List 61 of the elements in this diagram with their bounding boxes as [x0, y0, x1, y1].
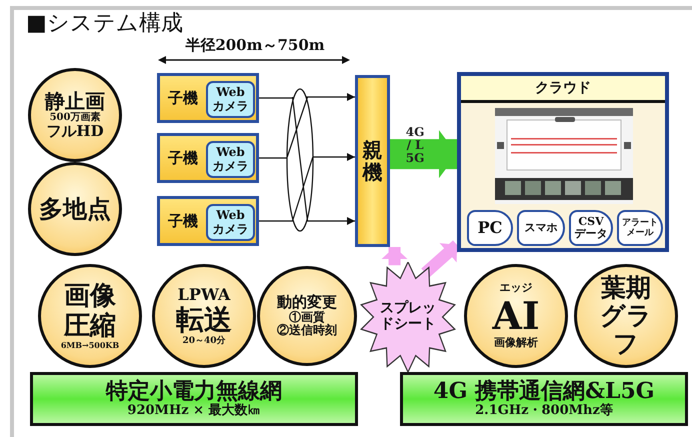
device-tag: [517, 210, 565, 246]
heading: AI: [492, 294, 540, 338]
diagram-title: ■システム構成: [26, 10, 183, 38]
camera-label: Webカメラ: [212, 86, 249, 113]
detail: 500万画素: [50, 112, 100, 124]
arrow: [313, 153, 355, 161]
device-tag: [467, 210, 513, 246]
camera-label: Webカメラ: [212, 209, 249, 236]
band-detail: 920MHz × 最大数㎞: [127, 404, 261, 419]
heading: 画像圧縮: [62, 282, 117, 341]
device-tag: [617, 210, 663, 246]
unit-label: 子機: [168, 150, 198, 166]
device-label: スマホ: [524, 222, 558, 234]
connector-line: [259, 220, 294, 222]
picture: [495, 108, 633, 204]
detail: ②送信時刻: [277, 324, 337, 338]
heading: 動的変更: [277, 294, 337, 311]
cloud-panel: [457, 72, 669, 252]
camera-box: [206, 141, 255, 178]
unit-label: 子機: [168, 90, 198, 106]
device-label: PC: [478, 219, 502, 237]
camera-box: [206, 81, 255, 118]
starburst-label: スプレッドシート: [379, 301, 437, 333]
device-label: アラートメール: [622, 218, 658, 238]
crossover-ellipse: [286, 88, 314, 232]
detail: ①画質: [289, 310, 325, 324]
connector-line: [259, 157, 287, 159]
heading: 葉期グラフ: [599, 274, 653, 358]
camera-label: Webカメラ: [212, 146, 249, 173]
detail: 20～40分: [182, 336, 226, 346]
band-heading: 特定小電力無線網: [106, 379, 282, 404]
heading: 転送: [176, 304, 232, 336]
panel-header: クラウド: [461, 76, 665, 103]
unit-box: [157, 196, 259, 246]
camera-box: [206, 204, 255, 241]
base-unit-box: [355, 75, 390, 247]
arrow: [306, 93, 355, 101]
detail: 6MB→500KB: [60, 340, 120, 350]
band-heading: 4G 携帯通信網&L5G: [433, 379, 655, 404]
unit-label: 子機: [168, 212, 198, 230]
ruby-label: エッジ: [500, 282, 532, 295]
detail: フルHD: [46, 123, 104, 140]
unit-box: [157, 133, 259, 183]
detail: 画像解析: [494, 337, 538, 350]
dimension-label: 半径200m～750m: [184, 36, 326, 55]
network-band: [30, 372, 358, 426]
arrow: [306, 217, 355, 225]
unit-box: [157, 73, 259, 123]
starburst: [360, 262, 456, 372]
heading: 多地点: [39, 196, 111, 222]
unit-label: 親機: [362, 138, 384, 184]
heading: 静止画: [45, 90, 105, 112]
device-tag: [569, 210, 613, 246]
band-detail: 2.1GHz・800Mhz等: [475, 404, 613, 419]
heading: LPWA: [178, 286, 230, 304]
connector-line: [259, 97, 294, 99]
device-label: CSVデータ: [574, 216, 608, 240]
network-band: [400, 372, 688, 426]
block-arrow: [382, 247, 408, 266]
edge-label: 4G / L 5G: [406, 126, 425, 166]
block-arrow: [390, 130, 457, 178]
